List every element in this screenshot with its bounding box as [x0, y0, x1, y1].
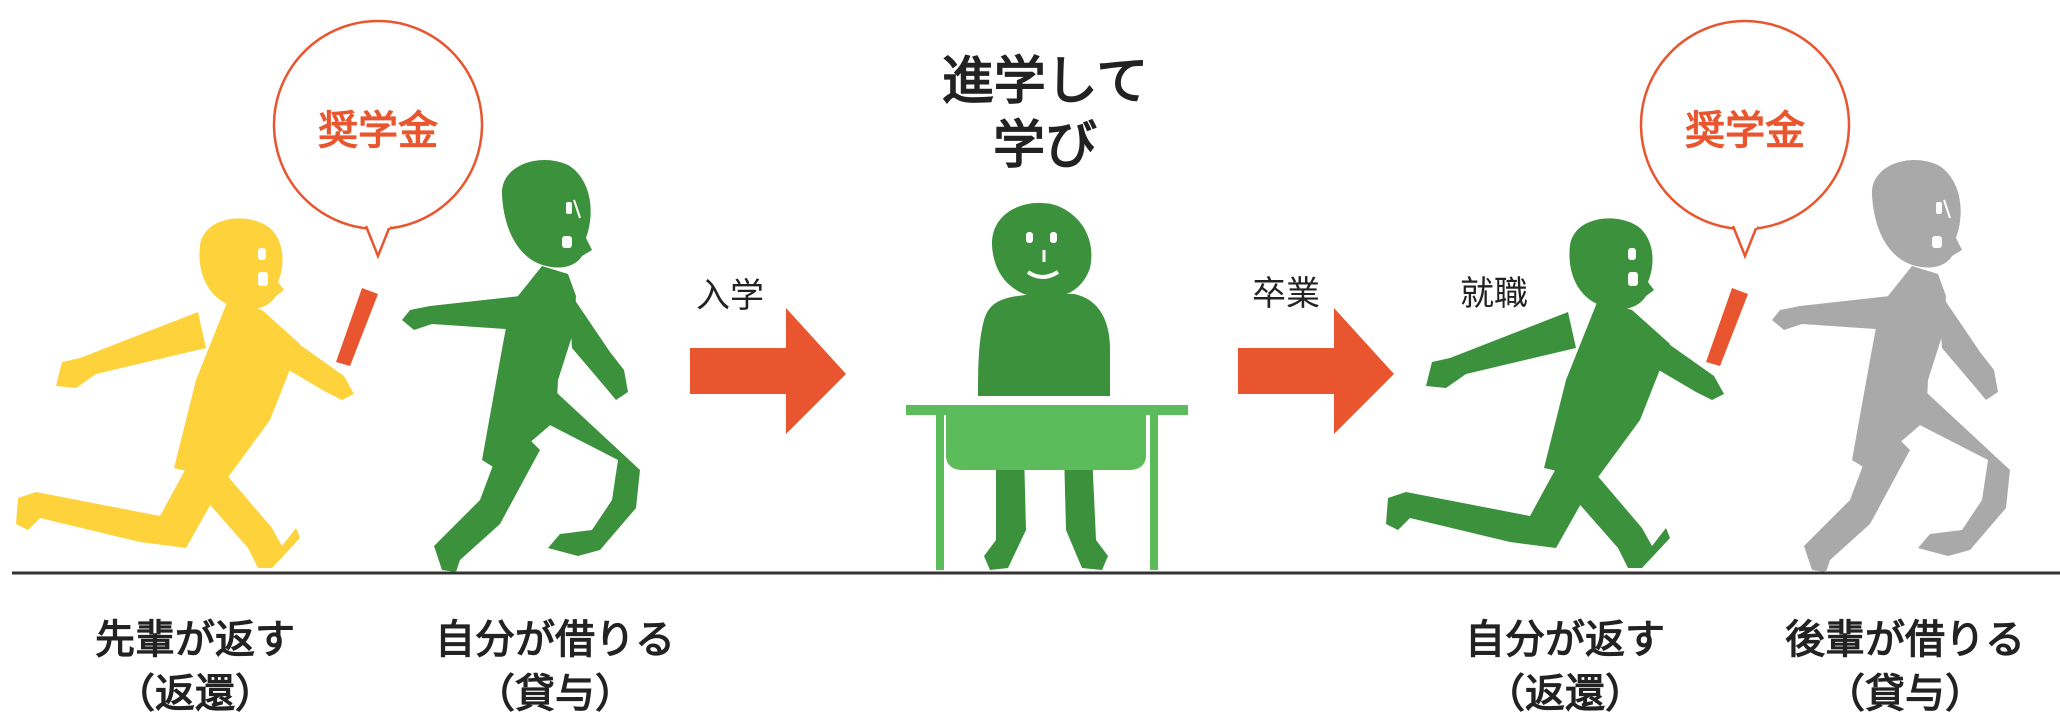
label-self-borrows-sub: （貸与）: [475, 671, 635, 717]
label-junior-borrows-sub: （貸与）: [1825, 671, 1985, 717]
speech-bubble-left: [272, 19, 484, 260]
arrow-enroll: [690, 308, 846, 434]
center-title-line2: 学び: [992, 116, 1097, 176]
label-junior-borrows: 後輩が借りる: [1785, 617, 2025, 663]
baton-left: [336, 288, 378, 366]
label-employment: 就職: [1460, 274, 1528, 314]
center-title-line1: 進学して: [941, 52, 1149, 112]
label-self-repays: 自分が返す: [1465, 617, 1665, 663]
seated-student-figure: [978, 202, 1110, 570]
bubble-text-left: 奨学金: [318, 108, 438, 154]
bubble-text-right: 奨学金: [1685, 108, 1805, 154]
runner-self-borrow-figure: [402, 159, 640, 572]
arrow-graduate: [1238, 308, 1394, 434]
speech-bubble-right: [1639, 19, 1851, 260]
runner-senior-figure: [16, 218, 354, 568]
label-senior-repays-sub: （返還）: [115, 671, 275, 717]
label-senior-repays: 先輩が返す: [95, 617, 295, 663]
label-graduate: 卒業: [1252, 274, 1320, 314]
label-self-borrows: 自分が借りる: [435, 617, 675, 663]
runner-junior-figure: [1772, 159, 2010, 572]
runner-self-repay-figure: [1386, 218, 1724, 568]
desk: [906, 405, 1188, 570]
baton-right: [1706, 288, 1748, 366]
label-self-repays-sub: （返還）: [1485, 671, 1645, 717]
label-enroll: 入学: [696, 276, 764, 316]
